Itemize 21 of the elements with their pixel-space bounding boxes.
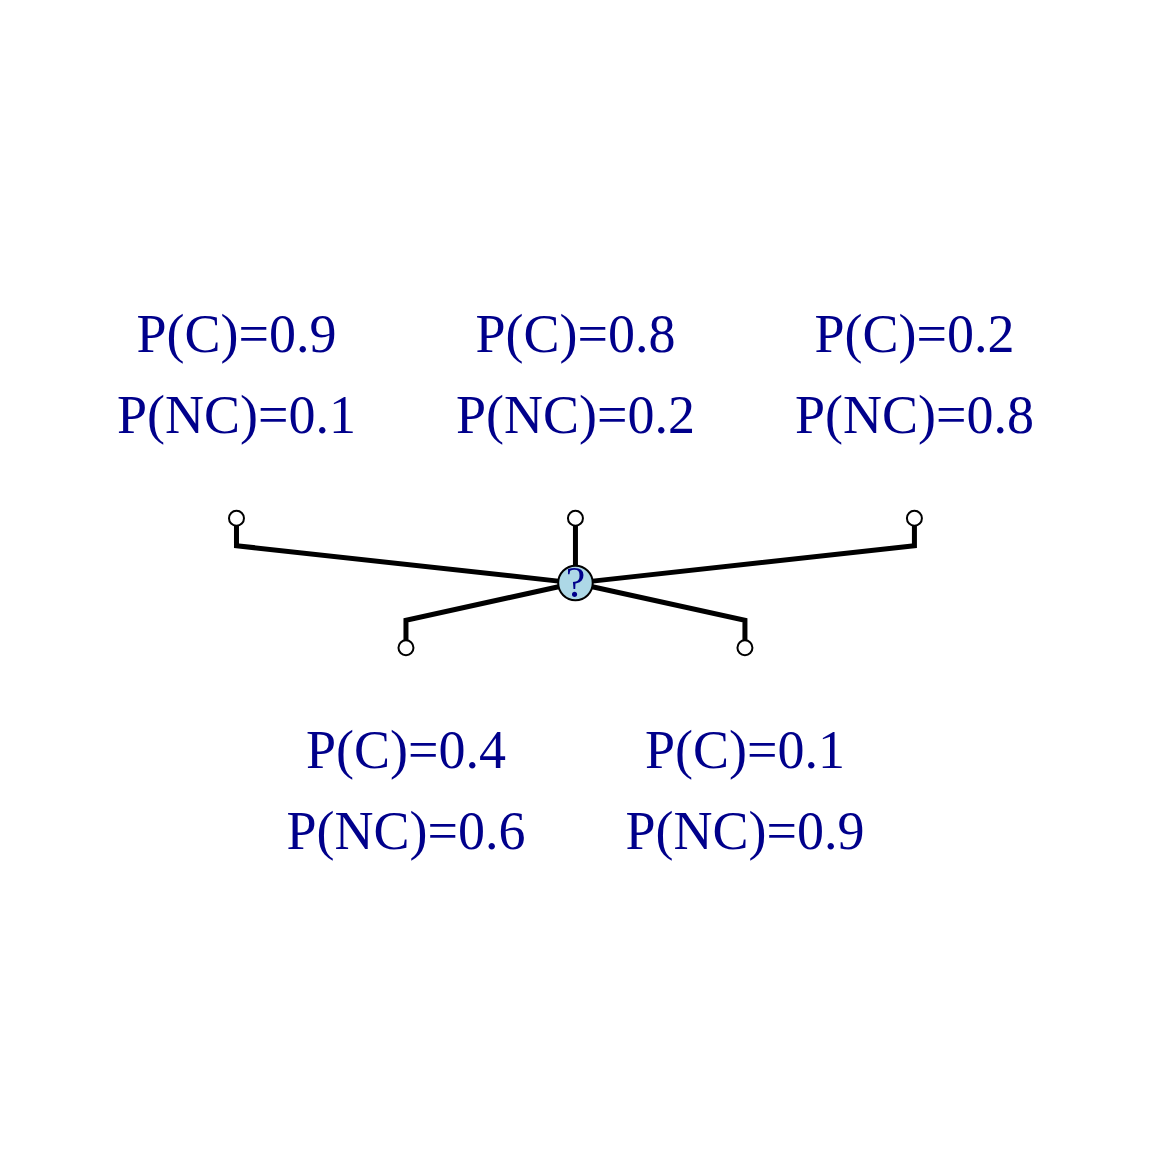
connector (573, 525, 578, 566)
node-label: P(NC)=0.8 (794, 384, 1034, 445)
node-label: P(C)=0.1 (645, 720, 845, 781)
node-label: P(C)=0.9 (136, 303, 337, 364)
node-circle: ? (557, 564, 594, 602)
node-circle (905, 509, 923, 527)
connector (592, 525, 917, 584)
node-circle (397, 639, 415, 657)
node-label: P(NC)=0.9 (625, 801, 865, 862)
node-label: P(C)=0.4 (306, 720, 506, 781)
node-circle (228, 509, 246, 527)
connector (234, 525, 559, 584)
node-circle (736, 639, 754, 657)
connector (403, 584, 560, 641)
node-label: P(NC)=0.1 (117, 384, 357, 445)
node-label: P(C)=0.2 (814, 303, 1015, 364)
node-circle (567, 509, 584, 527)
node-label: P(NC)=0.2 (456, 384, 695, 445)
connector (591, 584, 748, 641)
node-label: P(C)=0.8 (475, 303, 676, 364)
node-label: P(NC)=0.6 (286, 801, 526, 862)
